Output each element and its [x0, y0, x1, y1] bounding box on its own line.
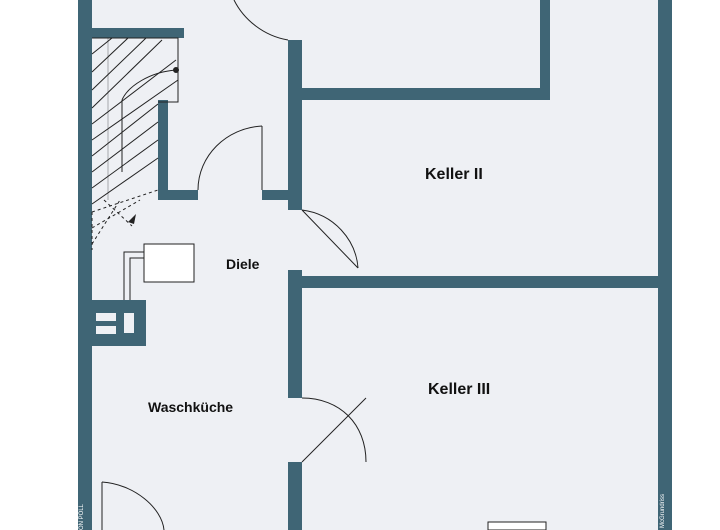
- wall-keller-2-3-divider: [288, 276, 672, 288]
- wall-stair-bottom-right: [262, 190, 302, 200]
- wall-stair-right: [158, 100, 168, 200]
- chimney-flue-1: [96, 313, 116, 321]
- wall-stair-bottom-left: [158, 190, 198, 200]
- outer-wall-right: [658, 0, 672, 530]
- wall-stair-top: [78, 28, 184, 38]
- room-label-diele: Diele: [226, 256, 260, 272]
- staircase-icon: [91, 37, 179, 205]
- door-swing-icon: [101, 0, 367, 530]
- wall-keller-1-bottom: [288, 88, 550, 100]
- watermark-left: ON POLL: [79, 503, 85, 530]
- wall-center-upper: [288, 40, 302, 210]
- wall-center-lower: [288, 462, 302, 530]
- room-label-keller-2: Keller II: [425, 166, 483, 183]
- boiler-icon: [123, 243, 195, 300]
- chimney-flue-3: [124, 313, 134, 333]
- window-icon: [487, 521, 547, 530]
- watermark-right: McGrundriss: [660, 493, 666, 528]
- chimney-icon: [78, 300, 146, 346]
- stair-arrow-icon: [128, 214, 136, 224]
- room-label-waschkueche: Waschküche: [148, 399, 234, 415]
- chimney-flue-2: [96, 326, 116, 334]
- wall-center-middle: [288, 270, 302, 398]
- room-label-keller-3: Keller III: [428, 381, 491, 398]
- outer-wall-left: [78, 0, 92, 530]
- wall-keller-1-right: [540, 0, 550, 98]
- staircase-lower-dashed: [91, 189, 159, 250]
